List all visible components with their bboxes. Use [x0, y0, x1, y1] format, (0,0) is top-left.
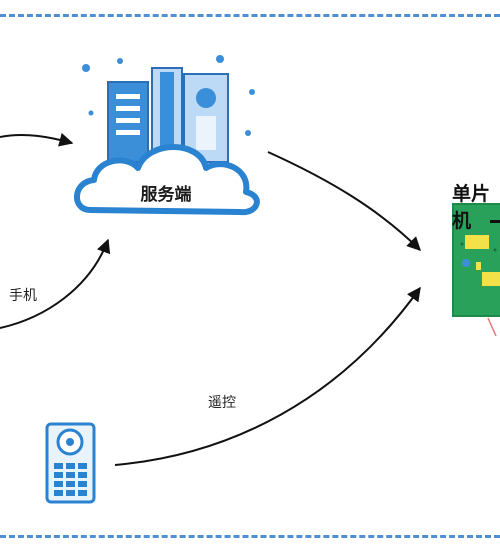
arrow-left-to-server	[0, 132, 74, 147]
arrow-remote-to-mcu	[114, 286, 421, 466]
server-label: 服务端	[140, 185, 192, 205]
phone-edge-label: 手机	[9, 288, 37, 304]
arrow-phone-to-server	[0, 238, 111, 329]
mcu-title: 单片机	[452, 183, 491, 232]
arrow-server-to-mcu	[267, 151, 421, 251]
server-cloud-icon	[74, 55, 260, 216]
remote-edge-label: 遥控	[208, 395, 236, 411]
remote-control-icon	[45, 422, 96, 504]
bottom-dashed-border	[0, 535, 500, 538]
top-dashed-border	[0, 14, 500, 17]
mcu-board-icon	[452, 203, 500, 337]
